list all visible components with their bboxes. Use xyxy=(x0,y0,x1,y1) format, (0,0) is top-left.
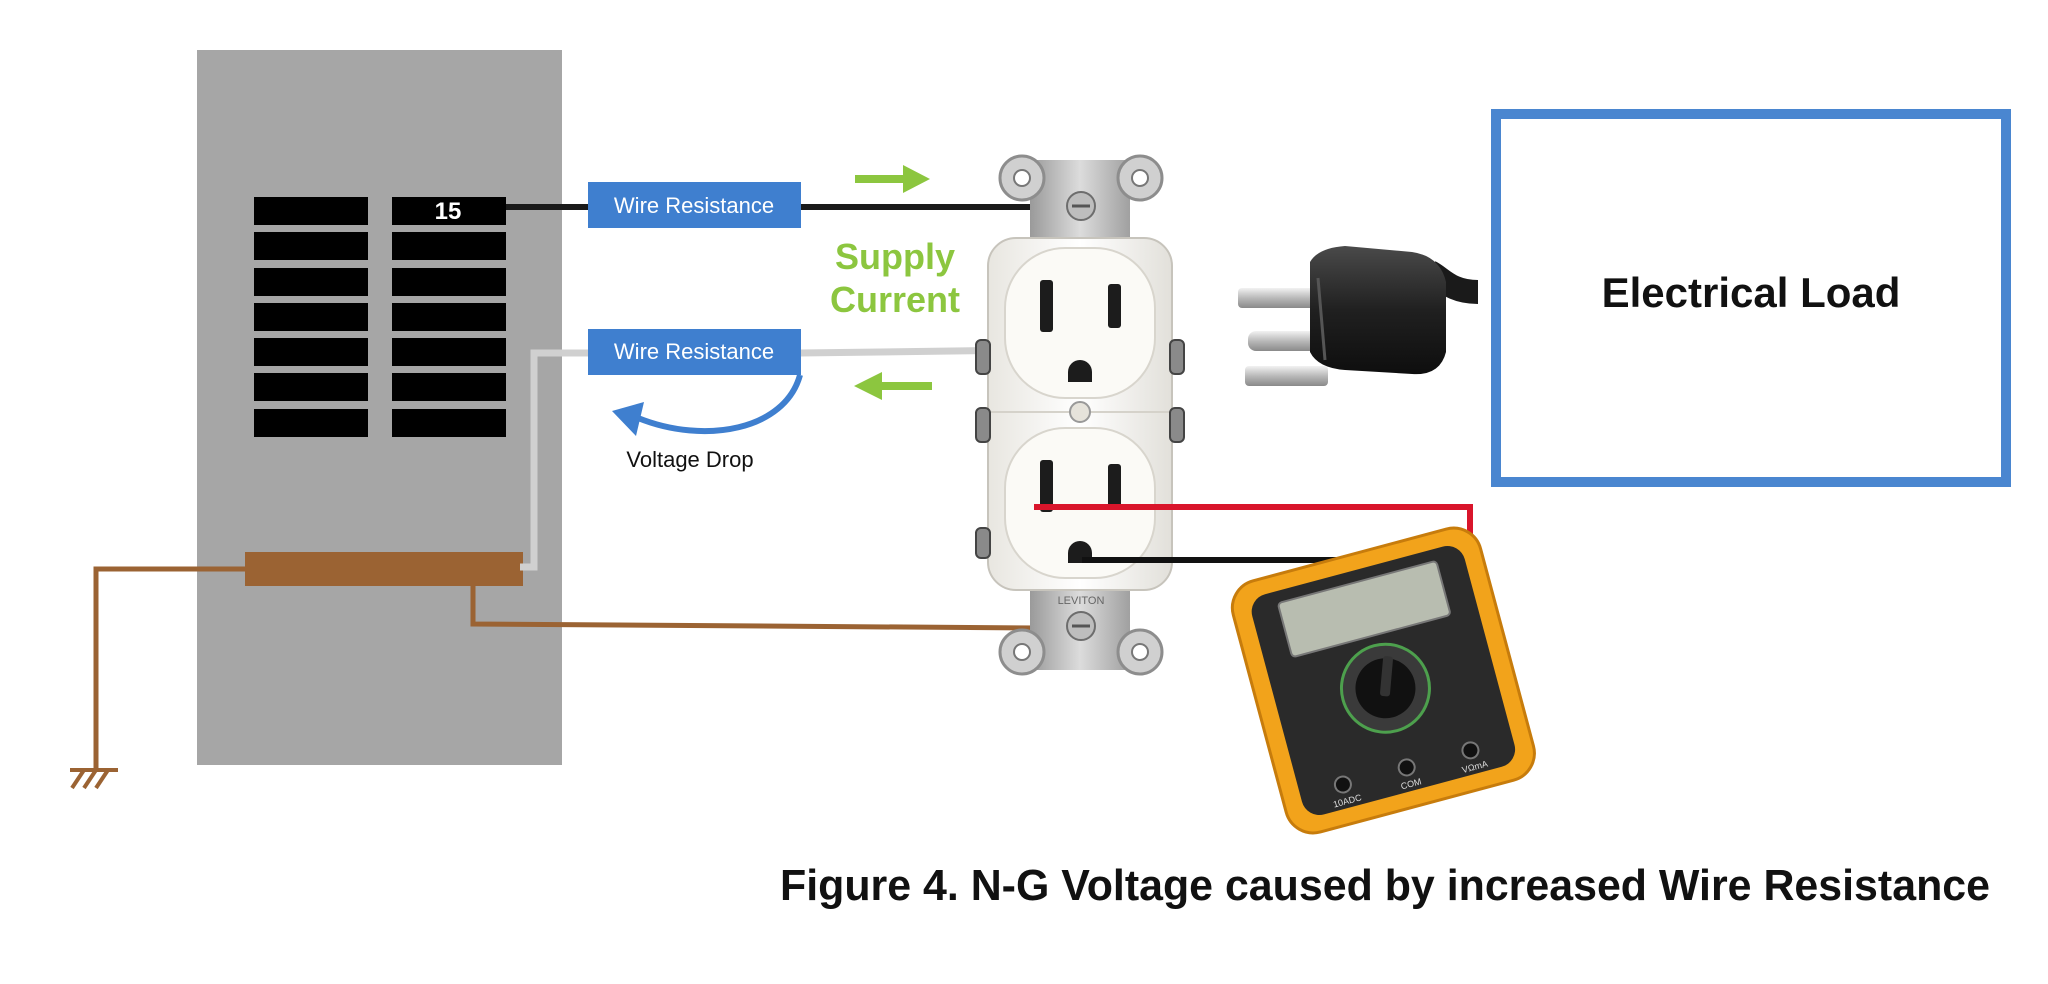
slot-ground xyxy=(1068,360,1092,382)
breaker-panel: 15 xyxy=(197,50,562,765)
breaker-slot xyxy=(254,338,368,366)
resistance-box xyxy=(588,329,801,375)
supply-current-arrow-left xyxy=(854,372,932,400)
terminal-screws xyxy=(975,339,1185,559)
breaker-slot xyxy=(254,268,368,296)
neutral-ground-bus-bar xyxy=(245,552,523,586)
breaker-slot xyxy=(392,303,506,331)
panel-enclosure xyxy=(197,50,562,765)
hot-wire-resistance: Wire Resistance xyxy=(588,182,801,228)
meter-port-com xyxy=(1397,758,1416,777)
neutral-wire-resistance: Wire Resistance xyxy=(588,329,801,375)
breaker-slot xyxy=(392,232,506,260)
breaker-slot xyxy=(392,338,506,366)
breaker-column-right xyxy=(392,197,506,437)
supply-current-label-line2: Current xyxy=(830,279,960,320)
breaker-slot xyxy=(254,232,368,260)
meter-display xyxy=(1277,560,1451,658)
resistance-box xyxy=(588,182,801,228)
resistance-label: Wire Resistance xyxy=(614,339,774,364)
breaker-slot xyxy=(392,409,506,437)
electrical-load-box xyxy=(1491,109,2011,487)
breaker-column-left xyxy=(254,197,368,437)
slot-neutral xyxy=(1040,460,1053,512)
breaker-slot xyxy=(254,373,368,401)
plug-prong-top xyxy=(1238,288,1328,308)
slot-neutral xyxy=(1040,280,1053,332)
faceplate-screw-hole xyxy=(1069,401,1091,423)
yoke-ear-top xyxy=(998,154,1164,221)
figure-caption: Figure 4. N-G Voltage caused by increase… xyxy=(780,861,1990,910)
plug-prong-bottom xyxy=(1245,366,1328,386)
resistance-label: Wire Resistance xyxy=(614,193,774,218)
outlet-lower xyxy=(1004,427,1156,579)
power-plug xyxy=(1238,246,1479,386)
yoke-ear-bottom xyxy=(998,611,1164,676)
breaker-15 xyxy=(392,197,506,225)
plug-prong-ground xyxy=(1248,331,1328,351)
earth-ground-wire xyxy=(93,566,245,770)
meter-port-v xyxy=(1461,741,1480,760)
slot-hot xyxy=(1108,464,1121,508)
equipment-ground-wire xyxy=(470,582,1041,631)
arrowhead xyxy=(612,402,644,436)
breaker-slot xyxy=(392,373,506,401)
voltage-drop-arrow xyxy=(612,374,803,436)
multimeter: 10ADC COM VΩmA xyxy=(1230,526,1536,835)
voltage-drop-label: Voltage Drop xyxy=(626,447,753,472)
earth-ground-symbol xyxy=(70,768,118,790)
ground-wiring xyxy=(93,566,1041,770)
supply-current-arrow-right xyxy=(855,165,930,193)
breaker-slot xyxy=(392,268,506,296)
breaker-slot xyxy=(254,409,368,437)
plug-head xyxy=(1310,246,1446,375)
neutral-wire-panel xyxy=(520,349,588,571)
slot-hot xyxy=(1108,284,1121,328)
receptacle-brand: LEVITON xyxy=(1058,595,1105,607)
breaker-number: 15 xyxy=(435,198,462,225)
supply-current-label-line1: Supply xyxy=(835,236,955,277)
electrical-load-label: Electrical Load xyxy=(1602,269,1901,316)
meter-port xyxy=(1333,775,1352,794)
outlet-upper xyxy=(1004,247,1156,399)
duplex-receptacle: LEVITON xyxy=(975,154,1185,676)
breaker-slot xyxy=(254,197,368,225)
breaker-slot xyxy=(254,303,368,331)
